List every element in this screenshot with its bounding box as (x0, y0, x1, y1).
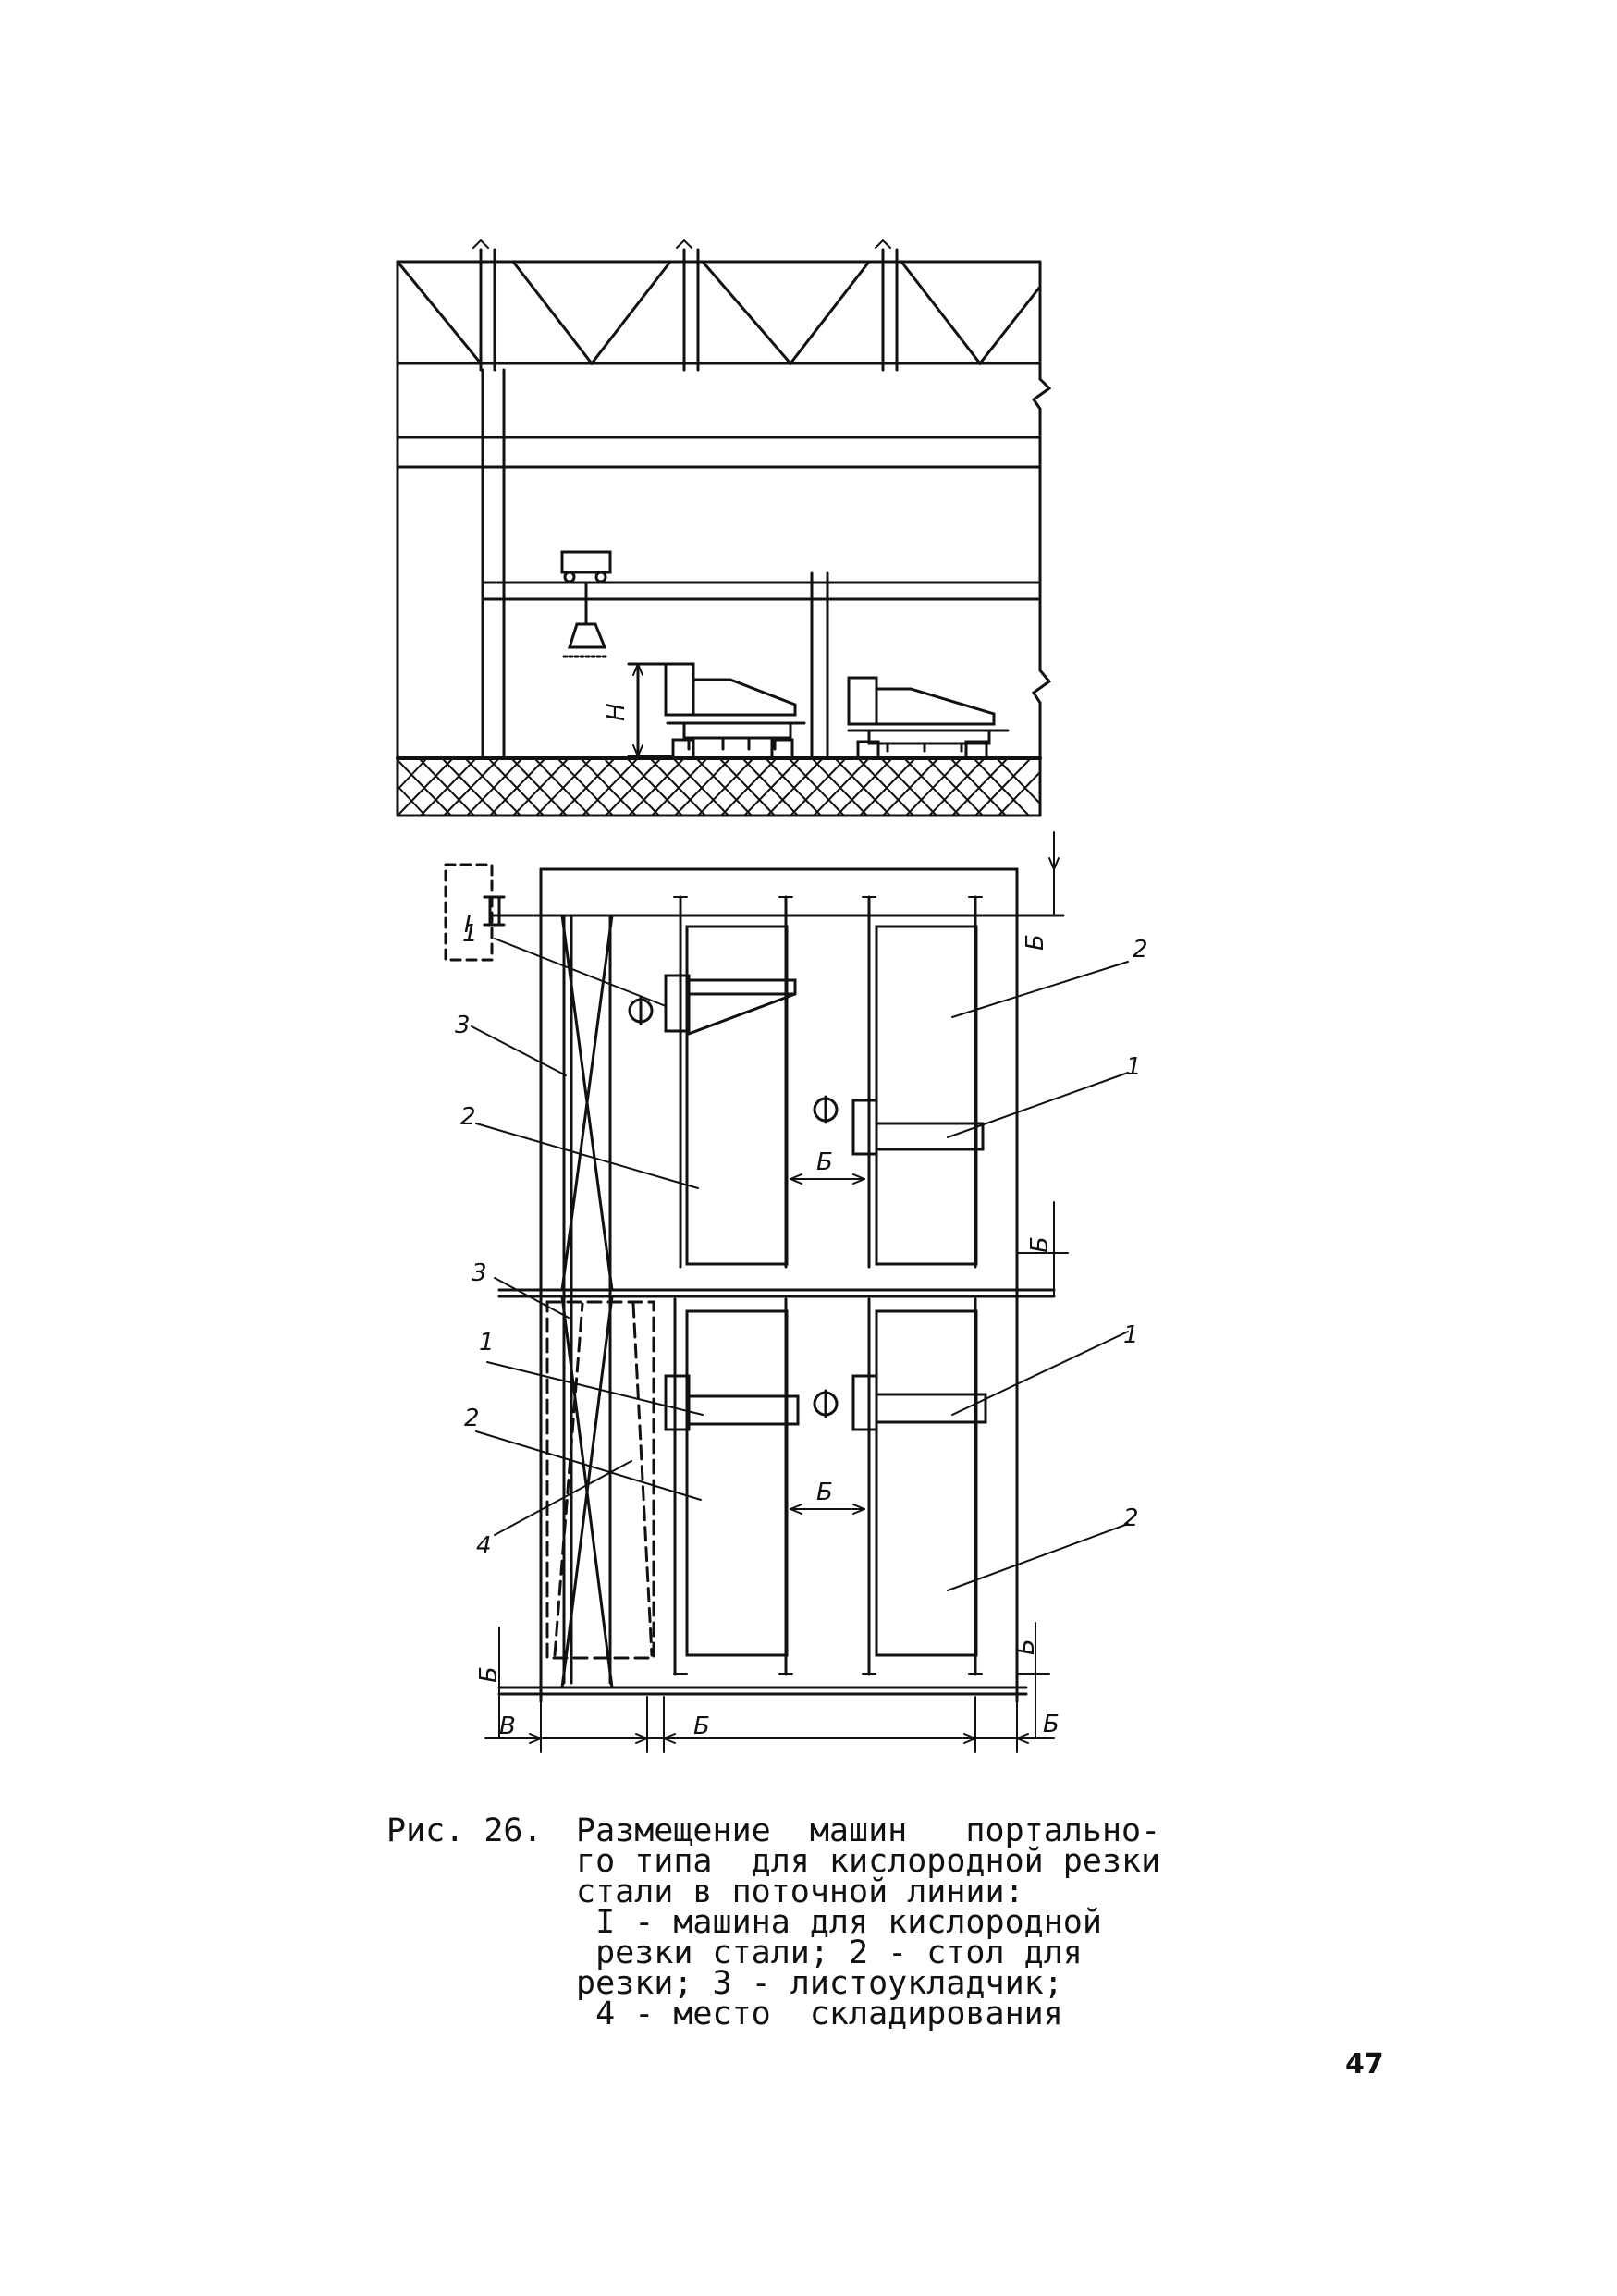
caption-line: 4 - место складирования (576, 1995, 1063, 2032)
figure-labels: H I 1 3 2 2 1 3 1 2 4 1 2 Б Б Б Б Б Б В … (455, 703, 1148, 1740)
caption-line: стали в поточной линии: (576, 1873, 1024, 1910)
caption-prefix: Рис. 26. (386, 1812, 543, 1849)
label-1-a: 1 (462, 920, 478, 948)
label-2-a: 2 (460, 1103, 476, 1131)
label-gap-c: Б (1022, 934, 1049, 951)
caption-line: го типа для кислородной резки (576, 1843, 1161, 1880)
label-gap-d: Б (1026, 1236, 1054, 1253)
operator-symbol (628, 996, 839, 1418)
label-roman-1: I (464, 911, 472, 939)
cutting-table-top-right (867, 895, 978, 1269)
cutting-table-bottom-left (673, 1297, 789, 1676)
dimension-lines (484, 831, 1069, 1753)
label-1-b: 1 (1126, 1053, 1142, 1081)
label-width: В (499, 1713, 516, 1740)
caption-line: резки стали; 2 - стол для (576, 1934, 1083, 1971)
caption-line: резки; 3 - листоукладчик; (576, 1965, 1063, 2002)
label-gap-a: Б (816, 1148, 833, 1176)
label-gap-h: Б (1043, 1711, 1060, 1738)
leader-lines (471, 938, 1129, 1591)
label-3-a: 3 (455, 1012, 471, 1039)
hoist-trolley (560, 550, 612, 658)
storage-area (545, 1300, 655, 1660)
roof-truss (396, 239, 1052, 797)
label-gap-f: Б (475, 1666, 503, 1683)
label-height: H (603, 703, 631, 721)
label-gap-b: Б (816, 1479, 833, 1506)
label-2-d: 2 (1123, 1504, 1139, 1532)
plan-view (444, 831, 1129, 1753)
machine-outline-dashed (444, 863, 494, 962)
portal-machine-3 (664, 1374, 800, 1431)
caption-line: I - машина для кислородной (576, 1904, 1102, 1941)
portal-machine-4 (851, 1374, 987, 1431)
cutting-machine-elevation-1 (664, 662, 806, 760)
caption-line: Размещение машин портально- (576, 1812, 1161, 1849)
elevation-view (396, 239, 1052, 817)
cutting-table-top-left (679, 895, 789, 1269)
sheet-stacker (560, 914, 614, 1689)
label-1-d: 1 (1123, 1321, 1139, 1349)
label-1-c: 1 (479, 1329, 495, 1357)
label-gap-g: Б (693, 1713, 710, 1740)
page-number: 47 (1345, 2048, 1384, 2081)
label-2-b: 2 (1133, 936, 1148, 964)
portal-machine-1 (664, 974, 797, 1036)
label-gap-e: Б (1012, 1639, 1040, 1655)
label-3-b: 3 (472, 1259, 487, 1287)
height-dimension (627, 662, 672, 758)
ground (396, 756, 1042, 817)
label-4: 4 (476, 1532, 492, 1560)
cutting-table-bottom-right (867, 1297, 978, 1676)
cutting-machine-elevation-2 (847, 676, 1010, 760)
label-2-c: 2 (464, 1405, 480, 1432)
portal-machine-2 (851, 1099, 985, 1156)
